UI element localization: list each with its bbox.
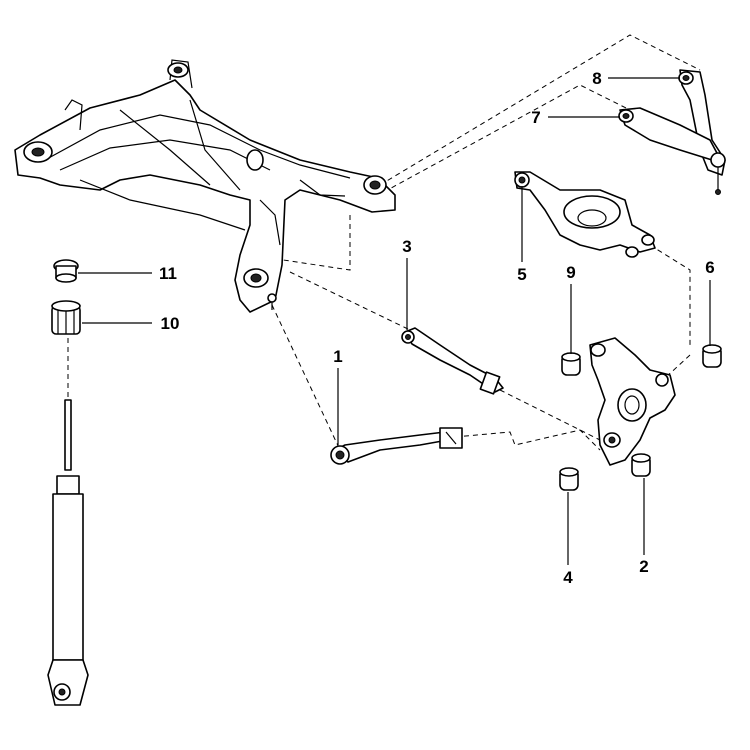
callout-8: 8 [592,69,601,88]
callout-2: 2 [639,557,648,576]
callout-3: 3 [402,237,411,256]
callout-10: 10 [161,314,180,333]
subframe-bushing-center [246,149,264,171]
callout-labels: 1 2 3 4 5 6 7 8 9 10 11 [159,69,715,587]
callout-leaders [78,77,711,565]
callout-6: 6 [705,258,714,277]
shock-absorber [47,399,89,706]
bushing-6 [702,344,722,368]
rear-knuckle [589,337,676,466]
callout-1: 1 [333,347,342,366]
upper-arm-7 [618,107,726,195]
callout-11: 11 [159,264,177,283]
bump-stop-10 [51,300,81,335]
lateral-link-3 [401,327,504,395]
subframe [14,59,396,313]
bushing-2 [631,453,651,477]
callout-9: 9 [566,263,575,282]
shock-bushing-11 [53,259,79,283]
lower-arm-5 [514,171,656,258]
callout-7: 7 [531,108,540,127]
lower-link-1 [330,427,463,465]
bushing-4 [559,467,579,491]
callout-4: 4 [563,568,573,587]
callout-5: 5 [517,265,526,284]
bushing-9 [561,352,581,376]
